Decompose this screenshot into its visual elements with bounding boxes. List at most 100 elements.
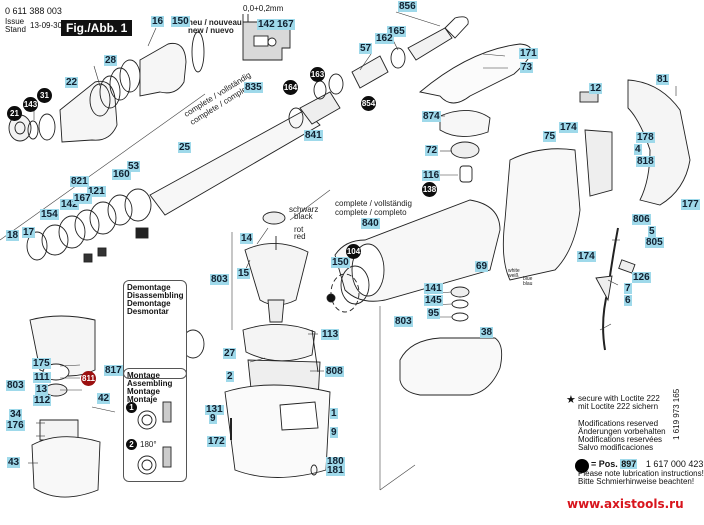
part-label: 42 bbox=[97, 393, 111, 404]
connecting-rod-part bbox=[407, 27, 453, 61]
part-label: 126 bbox=[632, 272, 651, 283]
part-label: 162 bbox=[375, 33, 394, 44]
loctite-note-de: mit Loctite 222 sichern bbox=[578, 402, 659, 411]
rotation-angle: 180° bbox=[140, 440, 157, 449]
new-text: new / nuevo bbox=[188, 26, 234, 35]
blue-wire-text: blue blau bbox=[523, 276, 533, 287]
part-label: 1 bbox=[330, 408, 338, 419]
pos-prefix: = Pos. bbox=[591, 459, 618, 469]
part-label: 176 bbox=[6, 420, 25, 431]
switch-part bbox=[584, 129, 613, 197]
guide-sleeve-part bbox=[139, 42, 187, 97]
modifications-note: Salvo modificaciones bbox=[578, 443, 654, 452]
part-label: 121 bbox=[87, 186, 106, 197]
part-label: 178 bbox=[636, 132, 655, 143]
bushing-part bbox=[459, 165, 473, 183]
part-label: 803 bbox=[210, 274, 229, 285]
part-label: 17 bbox=[22, 227, 36, 238]
part-label: 818 bbox=[636, 156, 655, 167]
part-label: 2 bbox=[226, 371, 234, 382]
lubrication-note-de: Bitte Schmierhinweise beachten! bbox=[578, 477, 695, 486]
washer-part bbox=[38, 113, 56, 141]
part-label: 112 bbox=[33, 395, 52, 406]
armature-part bbox=[244, 243, 309, 306]
disassembly-box: Demontage Disassembling Demontage Desmon… bbox=[123, 280, 187, 379]
complete-text-b2: complete / completo bbox=[335, 208, 407, 217]
piston-part bbox=[351, 55, 389, 89]
brush-cover-part bbox=[31, 436, 101, 498]
part-label: 69 bbox=[475, 261, 489, 272]
black-text: black bbox=[294, 212, 313, 221]
part-label: 177 bbox=[681, 199, 700, 210]
part-label: 15 bbox=[237, 268, 251, 279]
part-label: 841 bbox=[304, 130, 323, 141]
part-label: 174 bbox=[559, 122, 578, 133]
gear-part bbox=[450, 141, 480, 159]
assembly-text: Montaje bbox=[127, 395, 158, 404]
bearing-part bbox=[262, 211, 286, 225]
part-label: 150 bbox=[171, 16, 190, 27]
document-number: 1 619 973 165 bbox=[672, 388, 681, 440]
nameplate-part bbox=[279, 401, 319, 431]
part-label: 160 bbox=[112, 169, 131, 180]
part-label: 141 bbox=[424, 283, 443, 294]
washer-part bbox=[124, 188, 152, 222]
part-label: 7 bbox=[624, 283, 632, 294]
red-text: red bbox=[294, 232, 306, 241]
step-1-marker: 1 bbox=[126, 402, 137, 413]
part-label: 13 bbox=[35, 384, 49, 395]
circlip-part bbox=[451, 299, 469, 309]
lubrication-marker: 21 bbox=[7, 106, 22, 121]
pos-reference: = Pos. 897 1 617 000 423 bbox=[591, 459, 703, 469]
screw-part bbox=[311, 329, 319, 373]
part-label: 4 bbox=[634, 144, 642, 155]
assembly-text: Montage bbox=[127, 371, 160, 380]
hammer-tube-part bbox=[149, 109, 321, 216]
part-label: 81 bbox=[656, 74, 670, 85]
disassembly-text: Desmontar bbox=[127, 307, 169, 316]
rot-text: rot bbox=[294, 225, 304, 234]
assembly-box: Montage Assembling Montage Montaje 1 2 1… bbox=[123, 368, 187, 482]
website-link[interactable]: www.axistools.ru bbox=[567, 497, 684, 511]
part-label: 38 bbox=[480, 327, 494, 338]
lubrication-marker: 854 bbox=[361, 96, 376, 111]
part-label: 73 bbox=[520, 62, 534, 73]
top-cover-part bbox=[418, 43, 532, 104]
white-wire-text: white weiß bbox=[508, 268, 520, 279]
oring-part bbox=[451, 312, 469, 322]
assembly-text: Assembling bbox=[127, 379, 173, 388]
oring-part bbox=[340, 265, 370, 305]
part-label: 9 bbox=[330, 427, 338, 438]
pos-number: 897 bbox=[620, 459, 638, 469]
disassembly-text: Demontage bbox=[127, 299, 171, 308]
part-label: 116 bbox=[422, 170, 441, 181]
part-label: 174 bbox=[577, 251, 596, 262]
part-label: 142 bbox=[257, 19, 276, 30]
ring-part bbox=[74, 209, 100, 241]
issue-date: 13-09-30 bbox=[30, 21, 63, 30]
complete-text-b1: complete / vollständig bbox=[335, 199, 412, 208]
bearing-part bbox=[107, 194, 133, 226]
oring-part bbox=[27, 120, 39, 140]
part-label: 95 bbox=[427, 308, 441, 319]
oring-part bbox=[390, 47, 406, 69]
part-label: 172 bbox=[207, 436, 226, 447]
part-number: 0 611 388 003 bbox=[5, 6, 62, 16]
part-label: 6 bbox=[624, 295, 632, 306]
part-label: 856 bbox=[398, 1, 417, 12]
part-label: 53 bbox=[127, 161, 141, 172]
lubrication-marker: 143 bbox=[23, 97, 38, 112]
part-label: 803 bbox=[6, 380, 25, 391]
part-label: 874 bbox=[422, 111, 441, 122]
sleeve-part bbox=[89, 201, 117, 235]
part-label: 34 bbox=[9, 409, 23, 420]
part-label: 75 bbox=[543, 131, 557, 142]
figure-title: Fig./Abb. 1 bbox=[61, 20, 133, 36]
lock-ring-part bbox=[26, 231, 48, 261]
part-label: 25 bbox=[178, 142, 192, 153]
lubrication-marker: 164 bbox=[283, 80, 298, 95]
part-label: 131 bbox=[205, 404, 224, 415]
part-label: 72 bbox=[425, 145, 439, 156]
part-label: 113 bbox=[321, 329, 340, 340]
tolerance-label: 0,0+0,2mm bbox=[243, 4, 284, 13]
